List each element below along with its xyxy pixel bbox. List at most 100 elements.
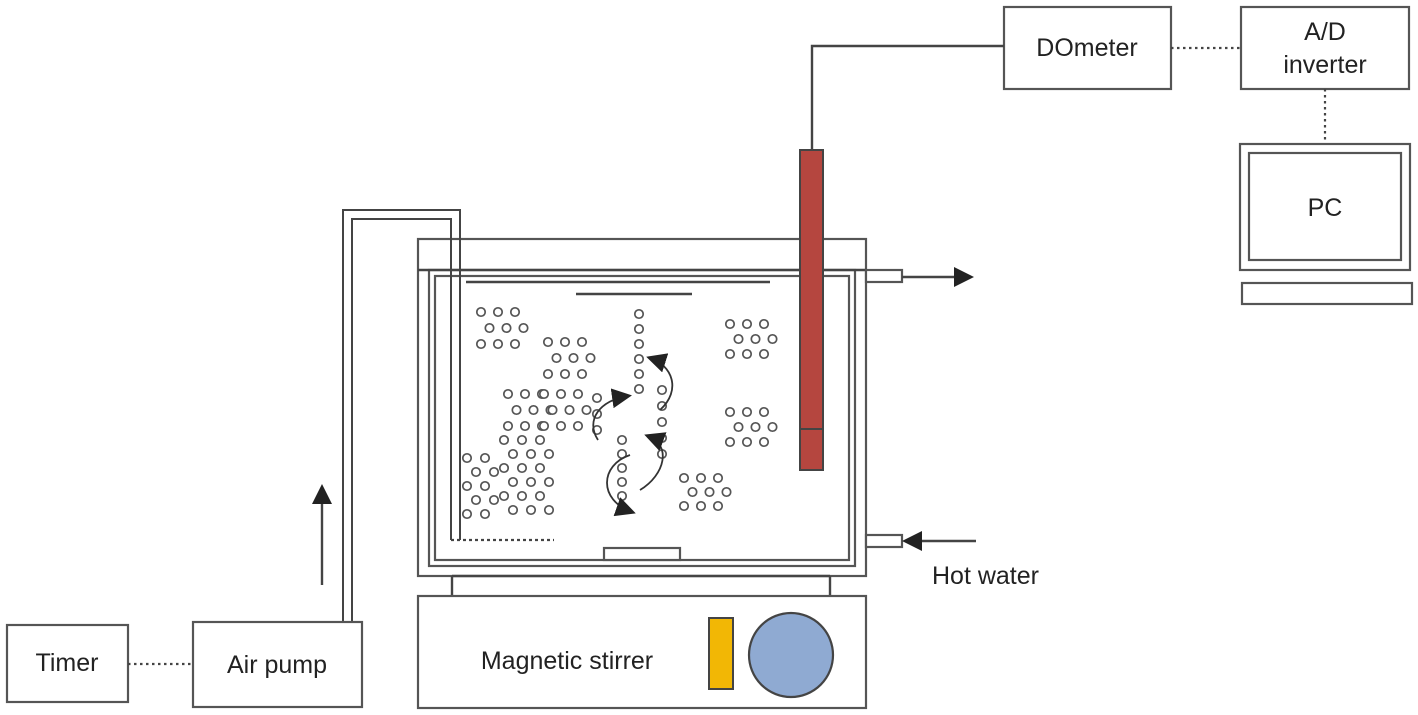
air-tube [342,209,554,622]
bubble-icon [519,388,531,400]
bubble-icon [534,434,546,446]
bubble-icon [656,432,668,444]
bubble-icon [695,472,707,484]
bubble-icon [509,338,521,350]
bubble-icon [538,420,550,432]
ad-inverter-label-line1: A/D [1304,18,1346,46]
swirl-arrow-icon [646,353,674,411]
bubble-icon [633,308,645,320]
bubble-icon [519,420,531,432]
bubble-icon [724,318,736,330]
bubble-icon [576,336,588,348]
bubble-icon [616,476,628,488]
swirl-arrow-icon [606,454,636,517]
bubble-icon [511,404,522,416]
timer-box: Timer [5,623,130,704]
bubble-icon [724,406,736,418]
bubble-icon [542,336,554,348]
hot-water-label: Hot water [932,562,1039,590]
bubble-icon [479,480,491,492]
bubble-icon [543,448,555,460]
bubble-icon [633,368,645,380]
bubble-icon [712,500,724,512]
bubble-icon [492,338,504,350]
bubble-icon [758,406,770,418]
bubble-icon [733,421,744,433]
bubble-icon [656,400,668,412]
bubble-icon [518,322,529,334]
air-bubbles [461,306,778,520]
swirl-arrow-icon [592,388,632,441]
bubble-icon [591,392,603,404]
bubble-icon [678,472,690,484]
bubble-icon [750,333,761,345]
bubble-icon [704,486,715,498]
dometer-label: DOmeter [1036,34,1137,62]
bubble-icon [547,404,558,416]
bubble-icon [479,452,491,464]
bubble-icon [498,490,510,502]
air-pump-label: Air pump [227,651,327,679]
bubble-icon [538,388,550,400]
bubble-icon [516,462,528,474]
bubble-icon [581,404,592,416]
bubble-icon [564,404,575,416]
bubble-icon [507,504,519,516]
bubble-icon [528,404,539,416]
bubble-icon [461,452,473,464]
mixing-flow-arrows [592,353,674,517]
bubble-icon [656,416,668,428]
magnetic-stirrer-label: Magnetic stirrer [481,647,653,675]
bubble-icon [633,323,645,335]
dometer-box: DOmeter [1002,5,1173,91]
air-pump-box: Air pump [191,620,364,709]
bubble-icon [750,421,761,433]
bubble-icon [555,388,567,400]
bubble-icon [633,353,645,365]
bubble-icon [656,384,668,396]
swirl-arrow-icon [639,432,667,491]
bubble-icon [758,436,770,448]
bubble-icon [470,466,482,478]
bubble-icon [559,336,571,348]
stirrer-switch [708,617,734,690]
bubble-icon [525,448,537,460]
bubble-icon [488,466,500,478]
bubble-icon [585,352,596,364]
bubble-icon [461,480,473,492]
bubble-icon [767,333,778,345]
bubble-icon [678,500,690,512]
bubble-icon [572,388,584,400]
bubble-icon [542,368,554,380]
bubble-icon [525,504,537,516]
bubble-icon [498,462,510,474]
bubble-icon [551,352,562,364]
water-bath [416,237,868,596]
stir-bar [602,546,682,562]
water-outlet-pipe [864,268,904,284]
bubble-icon [498,434,510,446]
bubble-icon [559,368,571,380]
bubble-icon [507,448,519,460]
bubble-icon [502,420,514,432]
bubble-icon [721,486,732,498]
bubble-icon [633,383,645,395]
bubble-icon [484,322,495,334]
bubble-icon [695,500,707,512]
bubble-icon [501,322,512,334]
bubble-icon [572,420,584,432]
pc-keyboard [1240,281,1414,306]
bubble-icon [741,348,753,360]
bubble-icon [576,368,588,380]
bubble-icon [470,494,482,506]
bubble-icon [568,352,579,364]
do-probe [799,149,824,471]
bubble-icon [516,434,528,446]
bubble-icon [758,318,770,330]
bubble-icon [633,338,645,350]
stirrer-speed-knob [747,611,835,699]
bubble-icon [555,420,567,432]
bubble-icon [488,494,500,506]
bubble-icon [616,490,628,502]
